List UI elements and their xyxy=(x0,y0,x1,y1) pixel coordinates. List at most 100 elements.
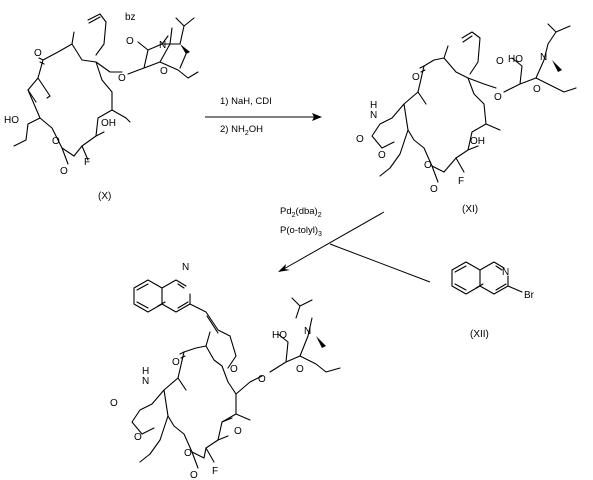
reaction-arrow-2: Pd2(dba)2 P(o-tolyl)3 xyxy=(278,206,431,283)
atom-o-keto: O xyxy=(34,48,42,59)
arrow-1-head xyxy=(312,113,322,121)
quinoline-benzene xyxy=(133,279,163,313)
catalyst-pd: Pd2(dba)2 xyxy=(280,206,322,219)
methyl-a xyxy=(417,91,427,105)
atom-n-quinoline: N xyxy=(182,262,189,273)
atom-n: N xyxy=(502,267,509,278)
reagent-branch-line xyxy=(329,243,431,283)
methyl-top xyxy=(71,31,75,45)
macrocycle-lower xyxy=(163,389,205,459)
atom-o-keto: O xyxy=(172,357,180,368)
atom-o-carbamate: O xyxy=(356,134,364,145)
compound-xii: N Br (XII) xyxy=(451,261,535,340)
atom-ho: HO xyxy=(4,115,19,126)
c-br-bond xyxy=(507,285,523,293)
atom-o-ether: O xyxy=(230,364,238,375)
atom-f: F xyxy=(84,157,90,168)
methyl-mid xyxy=(485,123,501,131)
atom-oh: OH xyxy=(101,118,116,129)
atom-o-ether: O xyxy=(126,36,134,47)
quinoline-pyridine xyxy=(161,279,191,313)
propyl xyxy=(139,415,169,463)
macrocycle-lower xyxy=(27,89,75,157)
lactone-ring xyxy=(443,157,465,173)
compound-x-label: (X) xyxy=(98,191,111,202)
ether-link xyxy=(235,375,263,395)
atom-o-lactone-carbonyl: O xyxy=(430,184,438,195)
atom-o-carbamate: O xyxy=(110,398,118,409)
stereo-wedge xyxy=(180,44,190,54)
atom-o-lactone: O xyxy=(184,448,192,459)
methyl-a xyxy=(177,377,187,391)
ring-left xyxy=(371,65,425,149)
stereo-wedge xyxy=(552,60,562,72)
atom-h: H xyxy=(142,366,149,377)
atom-br: Br xyxy=(524,290,535,301)
atom-f: F xyxy=(212,466,218,477)
methyl-f xyxy=(467,145,479,151)
methyl-top xyxy=(205,331,211,347)
ether-link xyxy=(95,61,123,73)
benzene-ring xyxy=(451,261,481,295)
atom-o-link: O xyxy=(258,374,266,385)
keto2 xyxy=(217,417,233,441)
atom-h: H xyxy=(370,100,377,111)
allyl-double-bond xyxy=(87,13,107,24)
atom-n-carbamate: N xyxy=(370,110,377,121)
macrocycle-upper xyxy=(423,57,487,159)
methyl-top xyxy=(443,45,449,59)
condition-step-1: 1) NaH, CDI xyxy=(220,96,272,107)
macrocycle-upper xyxy=(42,43,113,147)
atom-o-morph: O xyxy=(160,66,168,77)
propyl xyxy=(379,129,409,177)
pyridine-ring xyxy=(479,261,509,295)
benzene-double xyxy=(454,265,484,291)
atom-bz: bz xyxy=(125,12,136,23)
atom-o-lactone-carbonyl: O xyxy=(190,470,198,480)
ring-alkene xyxy=(37,77,51,99)
macrocycle-lower xyxy=(403,103,445,173)
atom-o-morph: O xyxy=(296,364,304,375)
quinoline-doubles xyxy=(136,283,189,309)
compound-x: O bz O O N O HO O O F OH (X) xyxy=(4,12,199,202)
compound-xii-label: (XII) xyxy=(470,329,489,340)
pyridine-double xyxy=(495,265,507,291)
isopropyl-n xyxy=(291,297,313,319)
sugar-right xyxy=(299,355,341,373)
morph-lower xyxy=(179,53,187,69)
atom-o-keto: O xyxy=(412,72,420,83)
atom-o-keto-2: O xyxy=(234,426,242,437)
atom-o-lactone: O xyxy=(52,136,60,147)
ring-left xyxy=(131,351,185,435)
propyl-chain xyxy=(13,117,41,147)
atom-ho: HO xyxy=(272,330,287,341)
atom-o-oxazolidinone: O xyxy=(134,432,142,443)
isopropyl-n xyxy=(147,17,195,51)
atom-n: N xyxy=(159,40,166,51)
ligand-phosphine: P(o-tolyl)3 xyxy=(280,225,322,238)
atom-o-morph: O xyxy=(533,84,541,95)
allyl-double xyxy=(461,31,481,43)
arrow-2-head xyxy=(278,264,290,272)
atom-n: N xyxy=(304,326,311,337)
atom-o-oxazolidinone: O xyxy=(378,150,386,161)
atom-o-ether: O xyxy=(496,56,504,67)
atom-o-lactone: O xyxy=(424,160,432,171)
lactone-co xyxy=(431,165,439,183)
condition-step-2: 2) NH2OH xyxy=(220,124,263,137)
atom-oh: OH xyxy=(470,136,485,147)
ether-link xyxy=(467,77,497,89)
arrow-2-line xyxy=(281,211,385,271)
atom-o-link: O xyxy=(118,73,126,84)
allyl-chain xyxy=(95,21,107,56)
macrocycle-upper xyxy=(183,345,237,449)
vinyl-linker xyxy=(189,303,231,337)
atom-f: F xyxy=(458,176,464,187)
methyl-mid xyxy=(111,109,131,123)
compound-xi: O O HO N O O N H O O O O F OH (XI) xyxy=(356,23,577,215)
atom-n-carbamate: N xyxy=(142,376,149,387)
methyl-f xyxy=(95,131,105,137)
sugar-ring-right xyxy=(159,61,199,79)
